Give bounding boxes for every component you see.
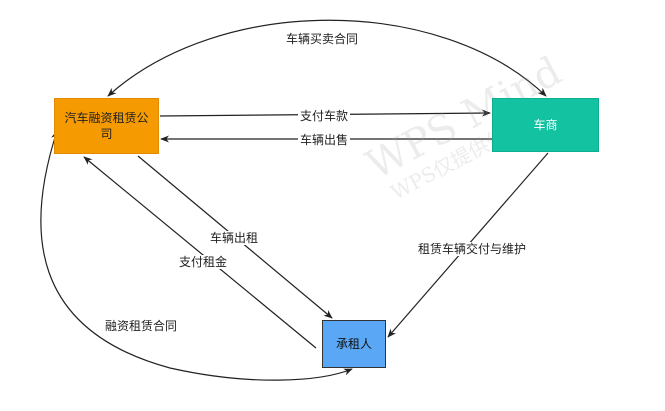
- edge-label-lease-contract: 融资租赁合同: [102, 319, 180, 333]
- edge-label-pay-rent: 支付租金: [176, 255, 230, 269]
- node-lessee[interactable]: 承租人: [322, 320, 386, 368]
- edge-lease-contract: [40, 130, 353, 381]
- edge-label-car-rent: 车辆出租: [207, 231, 261, 245]
- edge-label-car-sale: 车辆出售: [297, 133, 351, 147]
- edge-label-pay-car: 支付车款: [297, 109, 351, 123]
- node-lessee-label: 承租人: [335, 337, 372, 351]
- edge-sale-contract: [107, 19, 547, 97]
- edge-label-delivery: 租赁车辆交付与维护: [415, 242, 529, 256]
- node-car-dealer-label: 车商: [533, 118, 558, 132]
- node-car-dealer[interactable]: 车商: [492, 98, 599, 152]
- edge-label-sale-contract: 车辆买卖合同: [283, 32, 361, 46]
- node-leasing-company-label: 汽车融资租赁公司: [64, 111, 149, 141]
- node-leasing-company[interactable]: 汽车融资租赁公司: [54, 98, 159, 154]
